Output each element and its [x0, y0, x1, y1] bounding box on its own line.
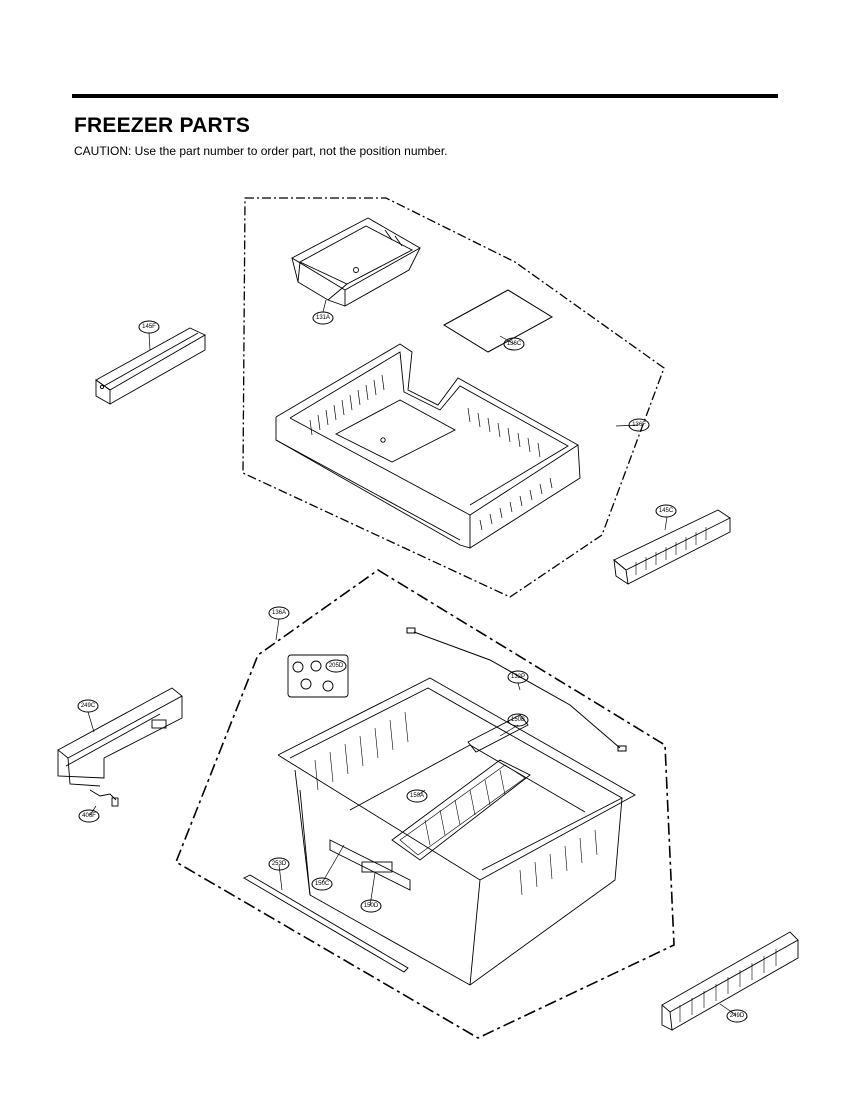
label-text-150b: 150B: [511, 717, 525, 723]
label-text-150d: 150D: [364, 903, 379, 909]
cover-sheet-136c: [443, 289, 553, 353]
part-label-131a: 131A: [312, 311, 334, 325]
label-text-132p: 132P: [511, 674, 525, 680]
label-text-205d: 205D: [329, 663, 344, 669]
label-text-136a: 136A: [272, 610, 286, 616]
top-rule: [72, 94, 778, 98]
label-text-136f: 136F: [632, 422, 646, 428]
label-text-253d: 253D: [272, 861, 287, 867]
bracket-406f: [89, 789, 119, 807]
part-label-145f: 145F: [138, 320, 160, 334]
part-label-249d: 249D: [726, 1009, 748, 1023]
label-text-150a: 150A: [410, 793, 424, 799]
part-label-132p: 132P: [507, 670, 529, 684]
upper-group-boundary: [242, 197, 665, 598]
label-text-136c: 136C: [507, 341, 522, 347]
label-text-249d: 249D: [730, 1013, 745, 1019]
label-text-145f: 145F: [142, 324, 156, 330]
part-label-205d: 205D: [325, 659, 347, 673]
label-text-406f: 406F: [82, 813, 96, 819]
lower-group-boundary: [175, 569, 675, 1039]
part-label-136f: 136F: [628, 418, 650, 432]
rail-145c: [613, 509, 731, 585]
part-label-136a: 136A: [268, 606, 290, 620]
caution-note: CAUTION: Use the part number to order pa…: [74, 144, 448, 158]
part-label-406f: 406F: [78, 809, 100, 823]
part-label-145c: 145C: [655, 504, 677, 518]
label-text-145c: 145C: [659, 508, 674, 514]
part-label-150d: 150D: [360, 899, 382, 913]
part-label-150b: 150B: [507, 713, 529, 727]
label-text-249c: 249C: [81, 703, 96, 709]
rail-145f: [95, 327, 206, 405]
slide-249d: [661, 931, 799, 1031]
page-title: FREEZER PARTS: [74, 114, 251, 137]
part-label-253d: 253D: [268, 857, 290, 871]
label-text-131a: 131A: [316, 315, 330, 321]
cable-132p: [406, 627, 627, 752]
drawer-136f: [275, 343, 581, 549]
small-tray-131a: [291, 217, 421, 307]
strip-253d: [243, 874, 409, 973]
leader-lines: [87, 299, 737, 1016]
part-label-136c: 136C: [503, 337, 525, 351]
basket-assembly: [277, 677, 636, 986]
slide-249c: [57, 687, 183, 787]
part-label-150a: 150A: [406, 789, 428, 803]
label-text-150c: 150C: [315, 881, 330, 887]
part-label-249c-left: 249C: [77, 699, 99, 713]
caps-205d: [287, 654, 349, 698]
part-label-150c: 150C: [311, 877, 333, 891]
